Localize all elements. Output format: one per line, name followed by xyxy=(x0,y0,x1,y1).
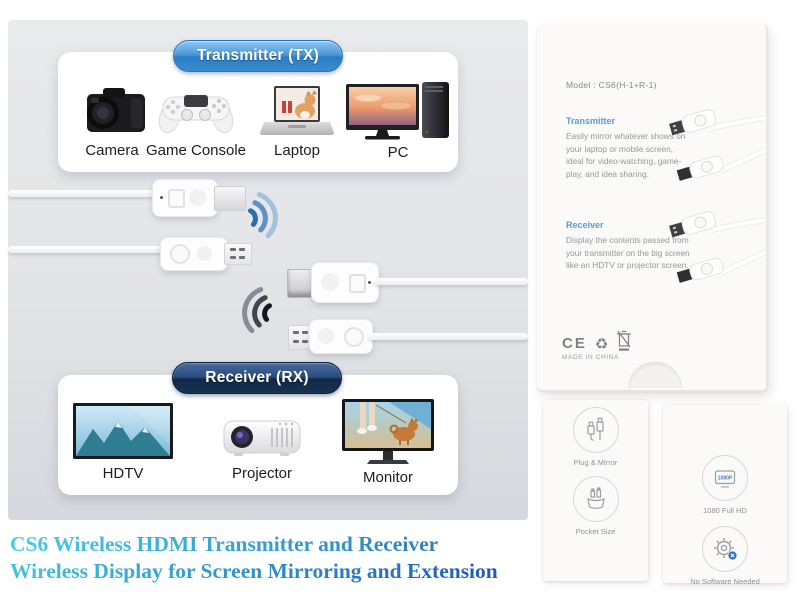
device-game-console: Game Console xyxy=(144,88,248,159)
device-laptop: Laptop xyxy=(252,84,342,159)
transmitter-badge: Transmitter (TX) xyxy=(173,40,343,72)
usb-connector xyxy=(224,243,252,265)
hdmi-dongle-cable xyxy=(374,278,528,285)
game-console-image xyxy=(158,95,234,134)
feature-label: Plug & Mirror xyxy=(573,458,618,467)
certification-icons: CE ♻ xyxy=(562,327,632,352)
pc-image xyxy=(346,82,449,140)
usb-dongle-cable xyxy=(8,246,168,253)
model-number: Model : CS6(H-1+R-1) xyxy=(566,80,657,90)
feature-pocket-size: Pocket Size xyxy=(543,476,648,536)
hdtv-image xyxy=(73,403,173,459)
device-label: HDTV xyxy=(102,465,144,482)
transmitter-badge-label: Transmitter (TX) xyxy=(196,47,320,64)
packaging-box: Model : CS6(H-1+R-1) Transmitter Easily … xyxy=(537,24,768,392)
transmitter-card: Camera Game Console xyxy=(58,52,458,172)
origin-label: MADE IN CHINA xyxy=(562,354,619,361)
receiver-card: HDTV xyxy=(58,375,458,495)
hdmi-receiver-dongle xyxy=(311,262,379,303)
laptop-image xyxy=(260,86,334,135)
hdmi-connector xyxy=(214,186,246,211)
device-label: PC xyxy=(387,144,409,161)
box-transmitter-description: Easily mirror whatever shows on your lap… xyxy=(566,131,686,179)
device-label: Laptop xyxy=(274,142,320,159)
feature-full-hd: 1080P 1080 Full HD xyxy=(663,455,787,515)
dongle-pair-image xyxy=(669,109,766,181)
wireless-signal-blue-icon xyxy=(248,192,278,239)
feature-label: Pocket Size xyxy=(575,527,616,536)
box-thumb-notch xyxy=(628,362,682,388)
device-pc: PC xyxy=(346,82,450,161)
usb-connector xyxy=(288,325,313,350)
device-label: Camera xyxy=(85,142,139,159)
pocket-icon xyxy=(572,476,619,522)
receiver-badge: Receiver (RX) xyxy=(172,362,342,394)
feature-card-right: 1080P 1080 Full HD No Software Neede xyxy=(663,405,787,586)
feature-plug-mirror: Plug & Mirror xyxy=(543,407,648,467)
hdmi-transmitter-dongle xyxy=(152,179,218,217)
feature-no-software: No Software Needed xyxy=(663,526,787,586)
usb-dongle-cable xyxy=(368,333,528,340)
recycle-icon: ♻ xyxy=(594,336,609,353)
diagram-panel: Camera Game Console xyxy=(8,20,528,520)
gear-icon xyxy=(702,526,748,572)
product-title-line2: Wireless Display for Screen Mirroring an… xyxy=(10,559,498,583)
camera-image xyxy=(87,88,145,132)
feature-label: 1080 Full HD xyxy=(703,506,747,515)
box-receiver-description: Display the contents passed from your tr… xyxy=(566,235,690,271)
monitor-1080p-icon: 1080P xyxy=(702,455,748,501)
box-receiver-heading: Receiver xyxy=(566,220,604,230)
device-camera: Camera xyxy=(66,86,158,159)
device-monitor: Monitor xyxy=(340,399,436,486)
usb-transmitter-dongle xyxy=(160,237,228,271)
usb-plugs-icon xyxy=(572,407,619,453)
screen-resolution-text: 1080P xyxy=(718,476,733,482)
device-projector: Projector xyxy=(214,413,310,482)
wireless-signal-dark-icon xyxy=(242,287,272,334)
product-title: CS6 Wireless HDMI Transmitter and Receiv… xyxy=(10,531,498,585)
device-label: Monitor xyxy=(362,469,414,486)
device-label: Projector xyxy=(231,465,293,482)
projector-image xyxy=(223,420,301,456)
product-title-line1: CS6 Wireless HDMI Transmitter and Receiv… xyxy=(10,532,439,556)
monitor-image xyxy=(342,399,434,464)
feature-card-left: Plug & Mirror Pocket Size xyxy=(543,400,648,581)
weee-bin-icon xyxy=(617,330,632,351)
hdmi-dongle-cable xyxy=(8,190,158,197)
dongle-pair-image xyxy=(669,211,766,283)
usb-receiver-dongle xyxy=(309,319,373,354)
device-hdtv: HDTV xyxy=(73,403,173,482)
box-transmitter-heading: Transmitter xyxy=(566,116,616,126)
receiver-badge-label: Receiver (RX) xyxy=(205,369,309,386)
feature-label: No Software Needed xyxy=(690,577,760,586)
device-label: Game Console xyxy=(145,142,247,159)
ce-mark-icon: CE xyxy=(562,335,587,352)
